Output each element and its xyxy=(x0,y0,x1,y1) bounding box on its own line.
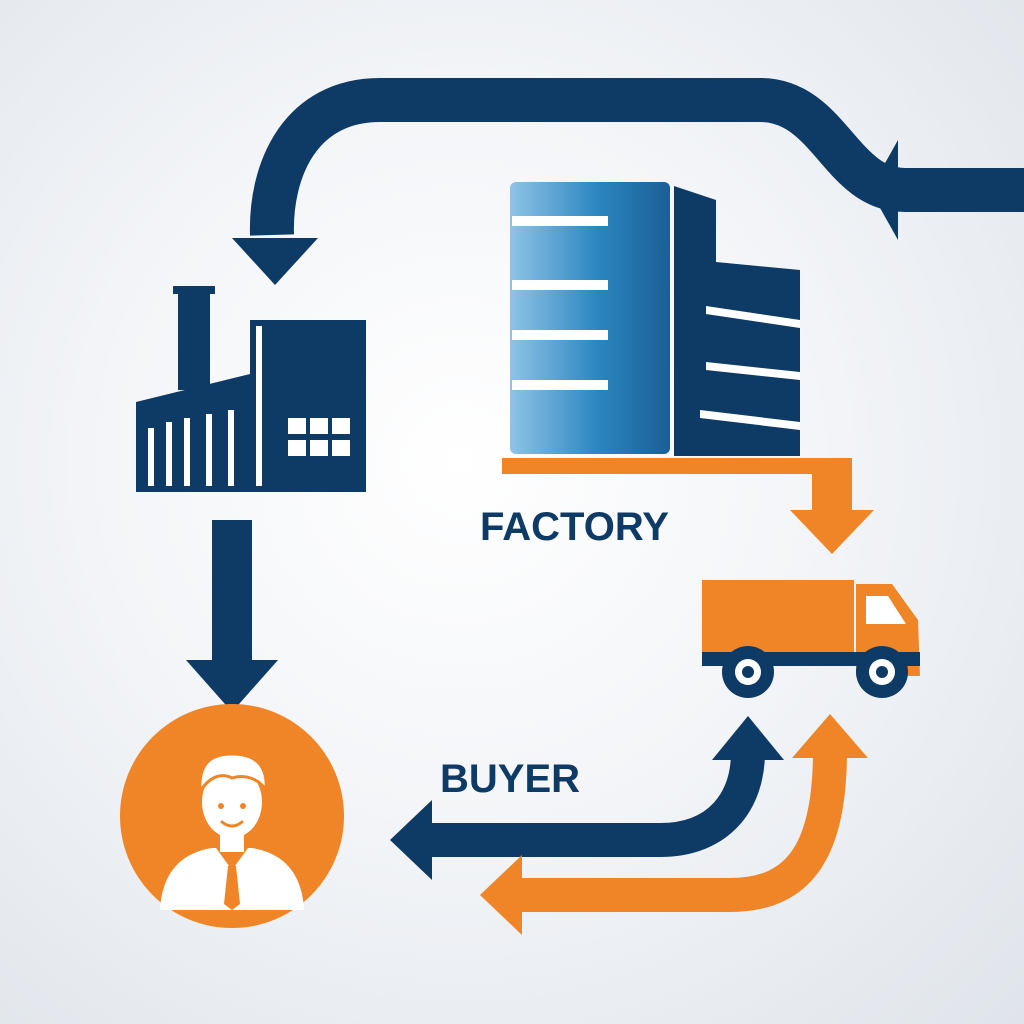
buyer-avatar-icon xyxy=(120,704,344,928)
building-to-truck-arrow xyxy=(502,458,874,554)
factory-label: FACTORY xyxy=(480,505,669,549)
truck-icon xyxy=(702,580,920,698)
buyer-to-truck-orange-arrow xyxy=(480,714,868,935)
factory-to-buyer-arrow xyxy=(186,520,278,712)
building-icon xyxy=(510,182,800,456)
factory-icon xyxy=(136,286,366,492)
buyer-label: BUYER xyxy=(440,757,580,801)
truck-to-buyer-navy-arrow xyxy=(390,716,784,880)
top-return-arrow xyxy=(232,78,1024,285)
